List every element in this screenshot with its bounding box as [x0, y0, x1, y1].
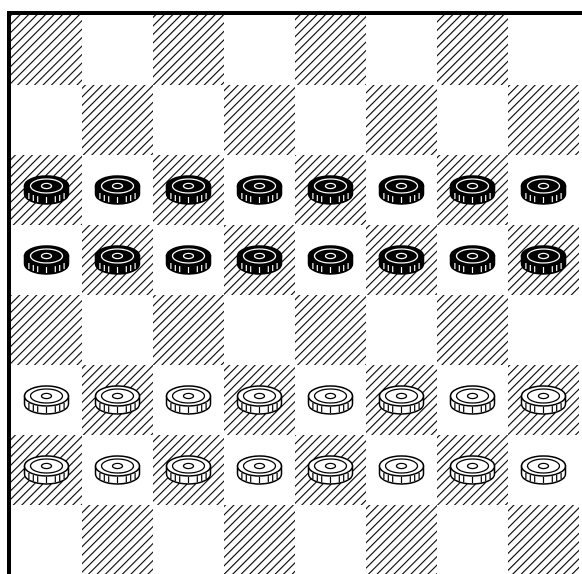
board-square-dark[interactable] [11, 15, 82, 85]
board-square-light[interactable] [11, 85, 82, 155]
board-square-dark[interactable] [295, 295, 366, 365]
board-square-dark[interactable] [437, 15, 508, 85]
board-square-light[interactable] [508, 295, 579, 365]
board-square-light[interactable] [82, 295, 153, 365]
light-checker-piece[interactable] [238, 456, 282, 484]
board-square-dark[interactable] [437, 295, 508, 365]
dark-checker-piece[interactable] [451, 246, 495, 274]
board-square-dark[interactable] [224, 505, 295, 574]
light-checker-piece[interactable] [380, 456, 424, 484]
board-square-dark[interactable] [153, 15, 224, 85]
dark-checker-piece[interactable] [96, 246, 140, 274]
board-square-light[interactable] [11, 505, 82, 574]
light-checker-piece[interactable] [309, 386, 353, 414]
board-square-light[interactable] [153, 85, 224, 155]
board-square-dark[interactable] [508, 85, 579, 155]
light-checker-piece[interactable] [167, 386, 211, 414]
board-square-dark[interactable] [11, 295, 82, 365]
board-square-light[interactable] [366, 295, 437, 365]
light-checker-piece[interactable] [238, 386, 282, 414]
light-checker-piece[interactable] [380, 386, 424, 414]
board-square-light[interactable] [295, 505, 366, 574]
board-square-dark[interactable] [153, 295, 224, 365]
dark-checker-piece[interactable] [96, 176, 140, 204]
board-square-light[interactable] [295, 85, 366, 155]
light-checker-piece[interactable] [25, 386, 69, 414]
board-square-light[interactable] [224, 15, 295, 85]
board-border-left [7, 11, 11, 574]
board-square-light[interactable] [508, 15, 579, 85]
dark-checker-piece[interactable] [167, 246, 211, 274]
light-checker-piece[interactable] [451, 456, 495, 484]
light-checker-piece[interactable] [167, 456, 211, 484]
board-square-dark[interactable] [508, 505, 579, 574]
board-square-light[interactable] [224, 295, 295, 365]
light-checker-piece[interactable] [309, 456, 353, 484]
board-square-dark[interactable] [82, 505, 153, 574]
dark-checker-piece[interactable] [380, 176, 424, 204]
board-border-top [7, 11, 582, 15]
board-square-light[interactable] [437, 505, 508, 574]
light-checker-piece[interactable] [451, 386, 495, 414]
board-square-dark[interactable] [366, 505, 437, 574]
dark-checker-piece[interactable] [522, 246, 566, 274]
dark-checker-piece[interactable] [167, 176, 211, 204]
dark-checker-piece[interactable] [25, 246, 69, 274]
dark-checker-piece[interactable] [238, 246, 282, 274]
dark-checker-piece[interactable] [451, 176, 495, 204]
board-square-dark[interactable] [366, 85, 437, 155]
dark-checker-piece[interactable] [238, 176, 282, 204]
dark-checker-piece[interactable] [522, 176, 566, 204]
board-square-dark[interactable] [295, 15, 366, 85]
board-square-dark[interactable] [224, 85, 295, 155]
board-square-light[interactable] [366, 15, 437, 85]
dark-checker-piece[interactable] [309, 246, 353, 274]
board-square-dark[interactable] [82, 85, 153, 155]
board-square-light[interactable] [153, 505, 224, 574]
light-checker-piece[interactable] [25, 456, 69, 484]
dark-checker-piece[interactable] [25, 176, 69, 204]
light-checker-piece[interactable] [96, 386, 140, 414]
board-square-light[interactable] [82, 15, 153, 85]
light-checker-piece[interactable] [96, 456, 140, 484]
dark-checker-piece[interactable] [380, 246, 424, 274]
board-square-light[interactable] [437, 85, 508, 155]
light-checker-piece[interactable] [522, 456, 566, 484]
light-checker-piece[interactable] [522, 386, 566, 414]
dark-checker-piece[interactable] [309, 176, 353, 204]
